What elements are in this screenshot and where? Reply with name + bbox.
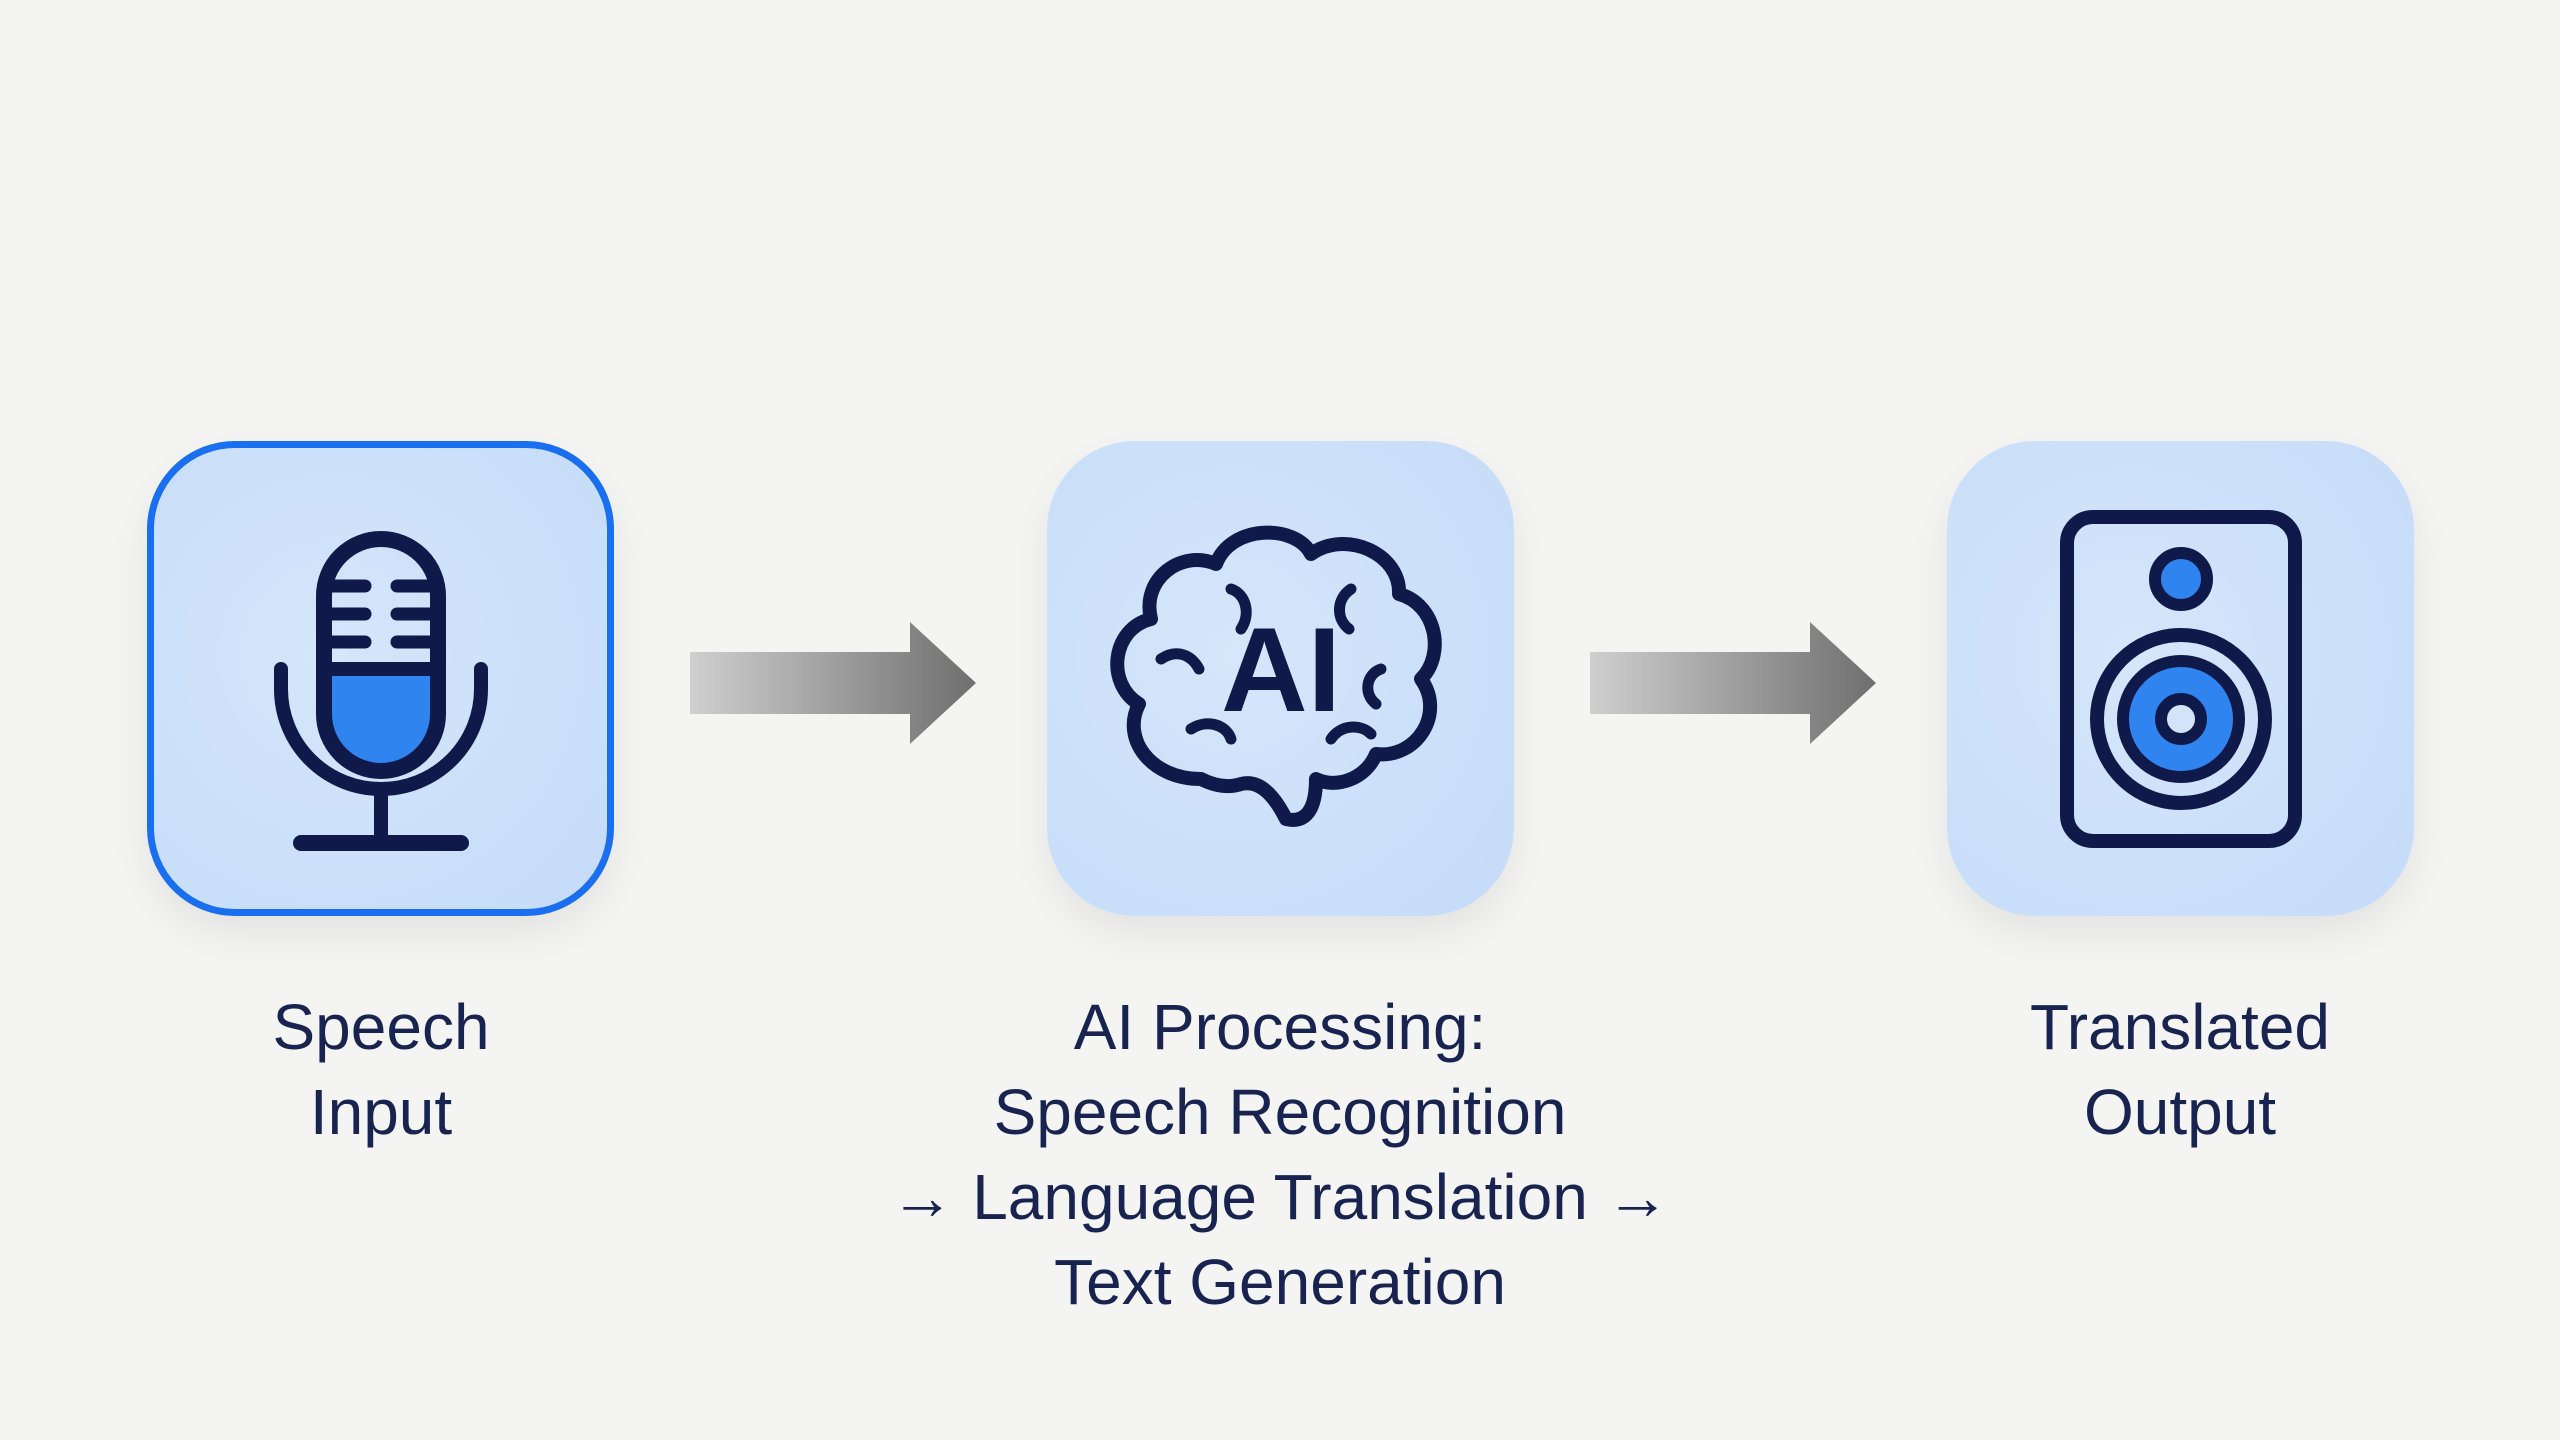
step-label-speech-input: Speech Input — [0, 985, 831, 1155]
flow-arrow-2 — [1590, 622, 1876, 744]
label-line: Speech Recognition — [993, 1076, 1567, 1148]
speaker-icon — [2059, 509, 2302, 848]
label-line: Output — [2083, 1076, 2277, 1148]
svg-text:AI: AI — [1221, 603, 1341, 737]
step-label-ai-processing: AI Processing: Speech Recognition → Lang… — [830, 985, 1730, 1325]
label-line: Text Generation — [1054, 1246, 1506, 1318]
label-line: → Language Translation → — [890, 1161, 1670, 1233]
microphone-icon — [273, 530, 488, 851]
step-card-speech-input[interactable] — [147, 441, 614, 916]
step-label-translated-output: Translated Output — [1730, 985, 2560, 1155]
flow-arrow-1 — [690, 622, 976, 744]
step-card-ai-processing[interactable]: AI — [1047, 441, 1514, 916]
label-line: Speech — [272, 991, 490, 1063]
label-line: AI Processing: — [1073, 991, 1487, 1063]
label-line: Input — [309, 1076, 453, 1148]
label-line: Translated — [2030, 991, 2330, 1063]
brain-ai-icon: AI — [1109, 525, 1442, 827]
step-card-translated-output[interactable] — [1947, 441, 2414, 916]
